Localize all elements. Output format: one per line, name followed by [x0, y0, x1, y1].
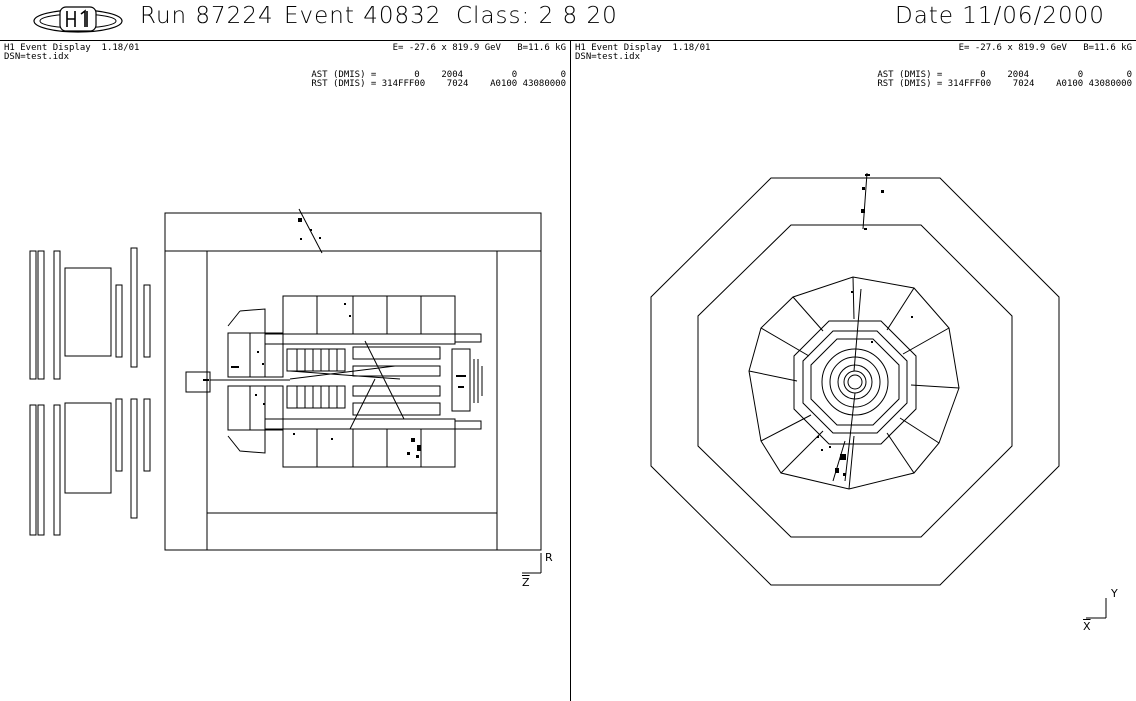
run-number: Run 87224	[140, 3, 274, 29]
axis-label-x: X	[1083, 620, 1091, 633]
ast-readout: AST (DMIS) = 0 2004 0 0	[311, 70, 566, 80]
event-class: Class: 2 8 20	[456, 3, 618, 29]
ast-readout: AST (DMIS) = 0 2004 0 0	[877, 70, 1132, 80]
axis-label-y: Y	[1111, 587, 1118, 600]
rst-readout: RST (DMIS) = 314FFF00 7024 A0100 4308000…	[877, 79, 1132, 89]
panel-divider	[570, 41, 571, 701]
rz-view-panel: H1 Event Display 1.18/01 DSN=test.idx E=…	[0, 41, 570, 700]
dataset-name: DSN=test.idx	[4, 52, 70, 62]
event-date: Date 11/06/2000	[895, 3, 1105, 29]
beam-energy: E= -27.6 x 819.9 GeV B=11.6 kG	[392, 43, 566, 53]
xy-view-panel: H1 Event Display 1.18/01 DSN=test.idx E=…	[571, 41, 1136, 700]
display-title: H1 Event Display 1.18/01	[4, 43, 140, 53]
h1-logo-icon	[33, 6, 123, 33]
dataset-name: DSN=test.idx	[575, 52, 641, 62]
header-divider	[0, 40, 1136, 41]
axis-label-r: R	[545, 551, 553, 564]
xy-detector-view	[650, 172, 1107, 619]
beam-energy: E= -27.6 x 819.9 GeV B=11.6 kG	[958, 43, 1132, 53]
event-header: Run 87224 Event 40832 Class: 2 8 20 Date…	[0, 0, 1136, 40]
rz-detector-view	[29, 208, 542, 574]
axis-label-z: Z	[522, 576, 530, 589]
display-title: H1 Event Display 1.18/01	[575, 43, 711, 53]
rst-readout: RST (DMIS) = 314FFF00 7024 A0100 4308000…	[311, 79, 566, 89]
event-number: Event 40832	[284, 3, 442, 29]
